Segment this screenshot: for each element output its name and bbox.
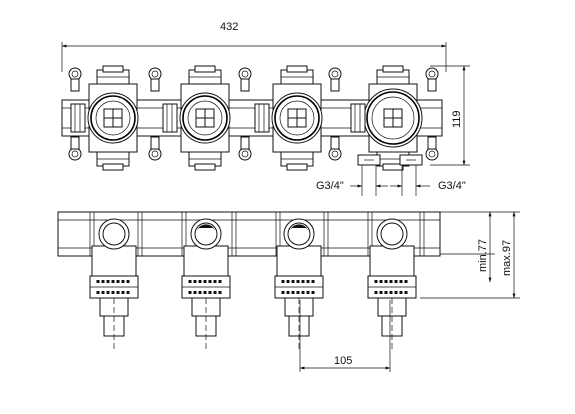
- valve-front-1: [89, 218, 139, 352]
- top-view: 432 119 G3/4" G3/4": [61, 21, 470, 196]
- mounting-ear-2-2: [148, 136, 162, 161]
- rail-joint-8: [419, 212, 425, 256]
- mounting-ear-1-2: [68, 136, 82, 161]
- front-view: min.77 max.97 105: [57, 211, 520, 372]
- rail-joint-2: [137, 212, 143, 256]
- rail-joint-4: [231, 212, 237, 256]
- mounting-ear-4-1: [328, 67, 342, 92]
- overall-width-label: 432: [220, 21, 238, 33]
- valve-top-1: [70, 65, 139, 171]
- valve-top-3: [254, 65, 323, 171]
- valve-front-2: [181, 218, 231, 352]
- mounting-ear-4-2: [328, 136, 342, 161]
- spacing-label: 105: [334, 355, 352, 367]
- valve-top-2: [162, 65, 231, 171]
- mounting-ear-5-1: [425, 67, 439, 92]
- mounting-ear-3-1: [238, 67, 252, 92]
- min-depth-label: min.77: [477, 239, 489, 272]
- mounting-ear-1-1: [68, 67, 82, 92]
- thread-left-label: G3/4": [316, 180, 344, 192]
- rail-joint-6: [323, 212, 329, 256]
- valve-front-4: [367, 218, 417, 352]
- valve-front-3: [274, 218, 324, 352]
- max-depth-label: max.97: [501, 240, 513, 276]
- thread-right-label: G3/4": [438, 180, 466, 192]
- mounting-ear-3-2: [238, 136, 252, 161]
- mounting-ear-2-1: [148, 67, 162, 92]
- mounting-ear-5-2: [425, 136, 439, 161]
- height-top-label: 119: [451, 110, 463, 128]
- valve-top-4: [350, 65, 423, 171]
